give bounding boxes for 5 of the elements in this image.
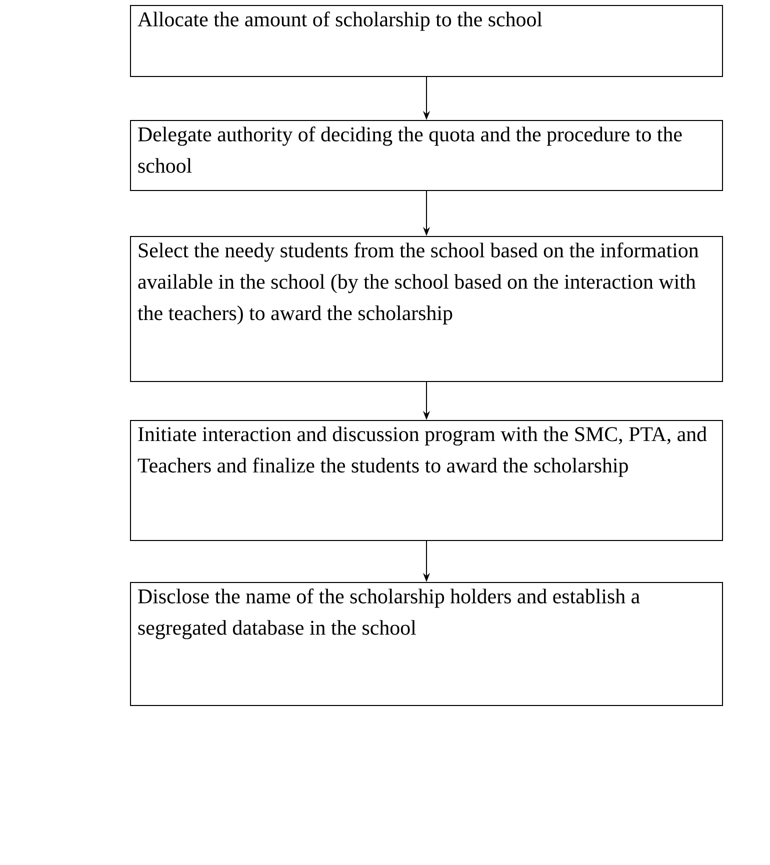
process-box: Delegate authority of deciding the quota and the procedure to the school (130, 120, 723, 191)
process-box: Allocate the amount of scholarship to the school (130, 5, 723, 77)
process-box: Initiate interaction and discussion program with the SMC, PTA, and Teachers and finalize the students to award the scholarship (130, 420, 723, 541)
process-box: Select the needy students from the school based on the information available in the school (by the school based on the interaction with the teachers) to award the scholarship (130, 236, 723, 382)
process-box: Disclose the name of the scholarship holders and establish a segregated database in the school (130, 582, 723, 706)
